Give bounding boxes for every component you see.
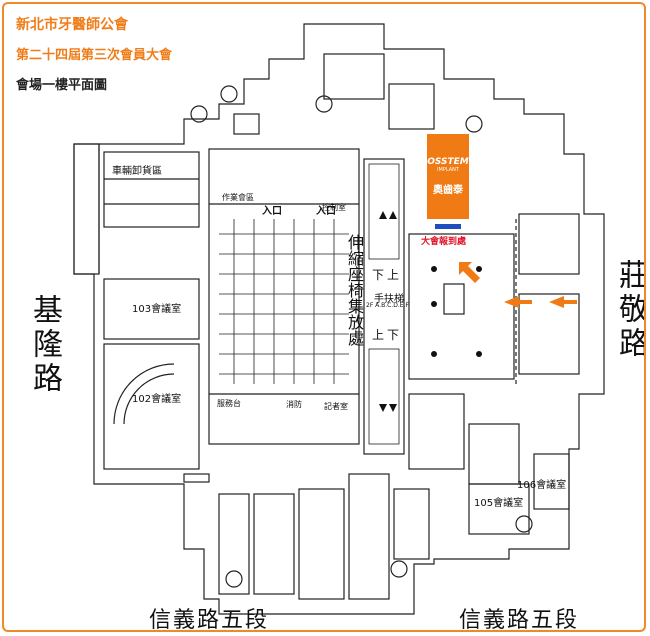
building-outline: [73, 23, 605, 615]
main-hall-outline: [208, 148, 360, 445]
label-down-1: 下: [372, 268, 385, 282]
floor-title: 會場一樓平面圖: [16, 78, 108, 93]
label-entrance-1: 入口: [262, 206, 282, 217]
label-foldable-seats: 伸縮座椅集放處: [345, 234, 364, 346]
arrow-group: [459, 262, 577, 308]
parking-wall: [73, 143, 100, 275]
label-up-1: 上: [387, 268, 400, 282]
road-keelung: 基隆路: [27, 294, 62, 396]
registration-label: 大會報到處: [421, 237, 467, 247]
arrow-left-2: [549, 296, 577, 308]
association-title: 新北市牙醫師公會: [16, 17, 128, 33]
room-106-outline: [533, 453, 570, 510]
lobby-column: [443, 283, 465, 315]
label-control: 控制室: [322, 203, 346, 212]
registration-counter: [435, 224, 461, 229]
sponsor-logo: OSSTEM: [427, 157, 469, 167]
meeting-title: 第二十四屆第三次會員大會: [16, 48, 173, 63]
room-103-outline: [103, 278, 200, 340]
label-storage: 記者室: [324, 402, 348, 411]
label-room-105: 105會議室: [474, 498, 524, 509]
lower-room-b: [468, 423, 520, 485]
sponsor-booth: OSSTEM IMPLANT 奧齒泰: [427, 134, 469, 219]
label-fire: 消防: [286, 400, 302, 409]
escalator-block: [363, 158, 405, 455]
lobby-outline: [408, 233, 515, 380]
label-room-102: 102會議室: [132, 394, 182, 405]
right-room-upper: [518, 213, 580, 275]
sponsor-name: 奧齒泰: [433, 185, 463, 196]
label-parking: 車輛卸貨區: [112, 166, 162, 177]
room-102-outline: [103, 343, 200, 470]
label-down-2: 下: [387, 328, 400, 342]
label-escalator: 手扶梯: [374, 294, 404, 305]
arrow-to-registration: [459, 262, 480, 283]
label-work-area: 作業會區: [222, 193, 254, 202]
label-up-2: 上: [372, 328, 385, 342]
label-service: 服務台: [217, 399, 241, 408]
arrow-left-1: [504, 296, 532, 308]
label-entrance-2: 入口: [316, 206, 336, 217]
floor-plan-drawing: [73, 23, 605, 615]
label-room-106: 106會議室: [517, 480, 567, 491]
right-room-lower: [518, 293, 580, 375]
lower-room-a: [408, 393, 465, 470]
road-xinyi-left: 信義路五段: [149, 608, 270, 632]
label-escalator-floors: 2F A.B.C.D.E.F: [366, 302, 409, 309]
road-zhuangjing: 莊敬路: [613, 259, 646, 361]
label-room-103: 103會議室: [132, 304, 182, 315]
room-105-outline: [468, 483, 530, 535]
road-xinyi-right: 信義路五段: [459, 608, 580, 632]
sponsor-logo-sub: IMPLANT: [437, 167, 459, 173]
parking-bay: [103, 151, 200, 228]
